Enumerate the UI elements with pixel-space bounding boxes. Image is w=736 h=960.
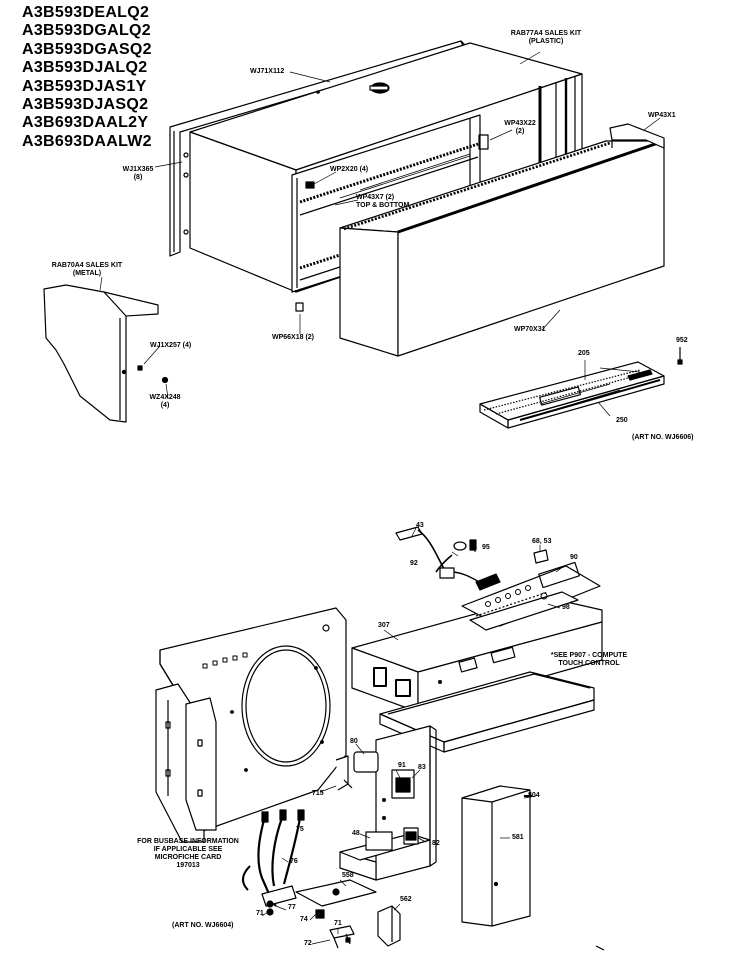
label-line: TOP & BOTTOM	[356, 202, 410, 209]
model-number: A3B693DAAL2Y	[22, 114, 149, 132]
label-line: MICROFICHE CARD	[154, 854, 222, 861]
touch-control-note: *SEE P907 - COMPUTE TOUCH CONTROL	[546, 652, 632, 668]
part-label-715: 715	[312, 790, 324, 797]
part-label-wp43x7: WP43X7 (2) TOP & BOTTOM	[356, 194, 409, 210]
microfiche-note: FOR BUSBASE INFORMATION IF APPLICABLE SE…	[136, 838, 240, 870]
front-grille-panel	[340, 124, 664, 356]
model-number: A3B593DEALQ2	[22, 4, 150, 21]
part-label-wp66x18: WP66X18 (2)	[272, 334, 315, 341]
part-label-wp2x20: WP2X20 (4)	[330, 166, 369, 173]
label-line: WP43X7 (2)	[356, 194, 395, 201]
model-number: A3B593DGALQ2	[22, 22, 151, 40]
part-label-wp43x22: WP43X22 (2)	[496, 120, 544, 136]
label-line: WJ1X365	[122, 166, 154, 173]
label-line: IF APPLICABLE SEE	[153, 846, 223, 853]
part-label-562: 562	[400, 896, 412, 903]
part-label-250: 250	[616, 417, 628, 424]
plastic-kit-label: RAB77A4 SALES KIT (PLASTIC)	[506, 30, 586, 46]
power-cord-harness	[243, 810, 304, 915]
bottom-leader-lines	[262, 528, 564, 944]
part-label-wj71x112: WJ71X112	[250, 68, 285, 75]
small-clip-parts	[138, 135, 682, 383]
label-line: (4)	[160, 402, 170, 409]
label-line: RAB77A4 SALES KIT	[510, 30, 582, 37]
part-label-71-left: 71	[256, 910, 264, 917]
part-label-wj1x257: WJ1X257 (4)	[150, 342, 192, 349]
model-number: A3B593DGASQ2	[22, 40, 152, 58]
junction-plate	[296, 880, 376, 906]
part-label-75: 75	[296, 826, 304, 833]
part-label-95: 95	[482, 544, 490, 551]
part-label-952: 952	[676, 337, 688, 344]
part-label-558: 558	[342, 872, 354, 879]
part-label-wz4x248: WZ4X248 (4)	[142, 394, 188, 410]
label-line: RAB70A4 SALES KIT	[51, 262, 123, 269]
art-number-top: (ART NO. WJ6606)	[632, 434, 694, 441]
part-label-205: 205	[578, 350, 590, 357]
part-label-wp70x31: WP70X31	[514, 326, 546, 333]
label-line: (8)	[133, 174, 143, 181]
side-panel-581	[462, 786, 530, 926]
part-label-83: 83	[418, 764, 426, 771]
part-label-91: 91	[398, 762, 406, 769]
part-label-82: 82	[432, 840, 440, 847]
part-label-48: 48	[352, 830, 360, 837]
part-label-74: 74	[300, 916, 308, 923]
model-number: A3B593DJASQ2	[22, 96, 149, 114]
mounting-brackets	[156, 684, 216, 842]
capacitor-715	[336, 756, 352, 790]
metal-kit-label: RAB70A4 SALES KIT (METAL)	[44, 262, 130, 278]
part-label-307: 307	[378, 622, 390, 629]
part-label-92: 92	[410, 560, 418, 567]
part-label-71-right: 71	[334, 920, 342, 927]
metal-side-bracket	[44, 285, 158, 422]
part-label-76: 76	[290, 858, 298, 865]
control-box	[352, 550, 602, 712]
model-number: A3B693DAALW2	[22, 132, 152, 150]
part-label-wp43x1: WP43X1	[648, 112, 676, 119]
part-label-581: 581	[512, 834, 524, 841]
model-number: A3B593DJAS1Y	[22, 77, 147, 95]
sensor-wires	[396, 527, 484, 584]
art-number-bottom: (ART NO. WJ6604)	[172, 922, 234, 929]
part-label-43: 43	[416, 522, 424, 529]
small-hardware	[316, 796, 604, 950]
part-label-804: 804	[528, 792, 540, 799]
part-label-68-53: 68, 53	[532, 538, 552, 545]
part-label-98: 98	[562, 604, 570, 611]
part-label-90: 90	[570, 554, 578, 561]
label-line: *SEE P907 - COMPUTE	[550, 652, 628, 659]
label-line: 197013	[176, 862, 200, 869]
part-label-80: 80	[350, 738, 358, 745]
top-leader-lines	[100, 52, 660, 416]
label-line: (METAL)	[72, 270, 102, 277]
part-label-wj1x365: WJ1X365 (8)	[118, 166, 158, 182]
label-line: WP43X22	[504, 120, 536, 127]
base-tray	[380, 672, 594, 752]
part-label-72: 72	[304, 940, 312, 947]
label-line: (2)	[515, 128, 525, 135]
label-line: (PLASTIC)	[528, 38, 564, 45]
electrical-bracket	[340, 726, 436, 880]
model-number-list: A3B593DEALQ2 A3B593DGALQ2 A3B593DGASQ2 A…	[22, 4, 152, 151]
part-label-77: 77	[288, 904, 296, 911]
label-line: WZ4X248	[149, 394, 181, 401]
model-number: A3B593DJALQ2	[22, 59, 148, 77]
label-line: FOR BUSBASE INFORMATION	[137, 838, 239, 845]
label-line: TOUCH CONTROL	[558, 660, 620, 667]
